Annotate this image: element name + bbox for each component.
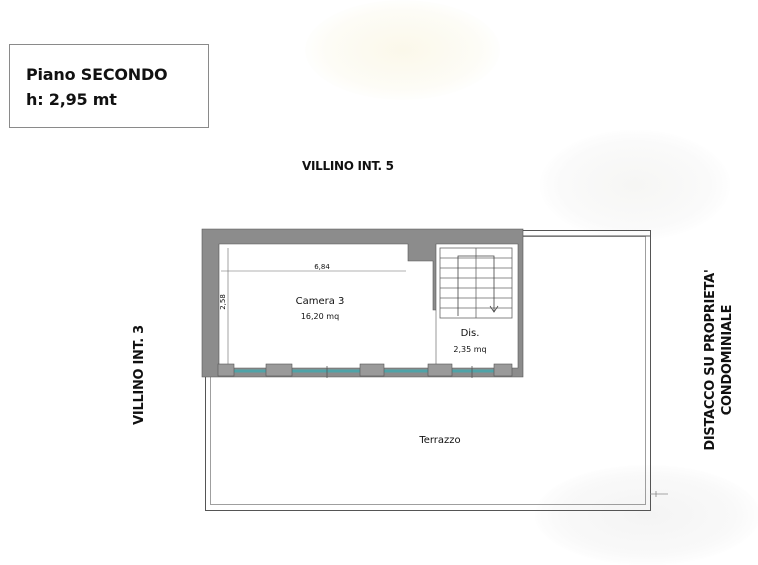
- floor-name-label: Piano SECONDO: [26, 65, 168, 84]
- floor-height-label: h: 2,95 mt: [26, 90, 117, 109]
- terrace-name: Terrazzo: [418, 435, 460, 446]
- window-pier: [217, 363, 235, 377]
- staircase: [439, 247, 513, 319]
- window-pier: [427, 363, 453, 377]
- camera-room-area: 16,20 mq: [301, 312, 339, 321]
- neighbor-top-label: VILLINO INT. 5: [302, 159, 394, 173]
- window-pier: [265, 363, 293, 377]
- window-pier: [493, 363, 513, 377]
- width-dimension-label: 6,84: [314, 263, 330, 271]
- window-pier: [359, 363, 385, 377]
- floor-legend-box: Piano SECONDO h: 2,95 mt: [9, 44, 209, 128]
- dis-room-name: Dis.: [461, 328, 480, 339]
- camera-room-name: Camera 3: [296, 296, 345, 307]
- height-dimension-label: 2,58: [219, 294, 227, 310]
- dis-room-area: 2,35 mq: [453, 345, 486, 354]
